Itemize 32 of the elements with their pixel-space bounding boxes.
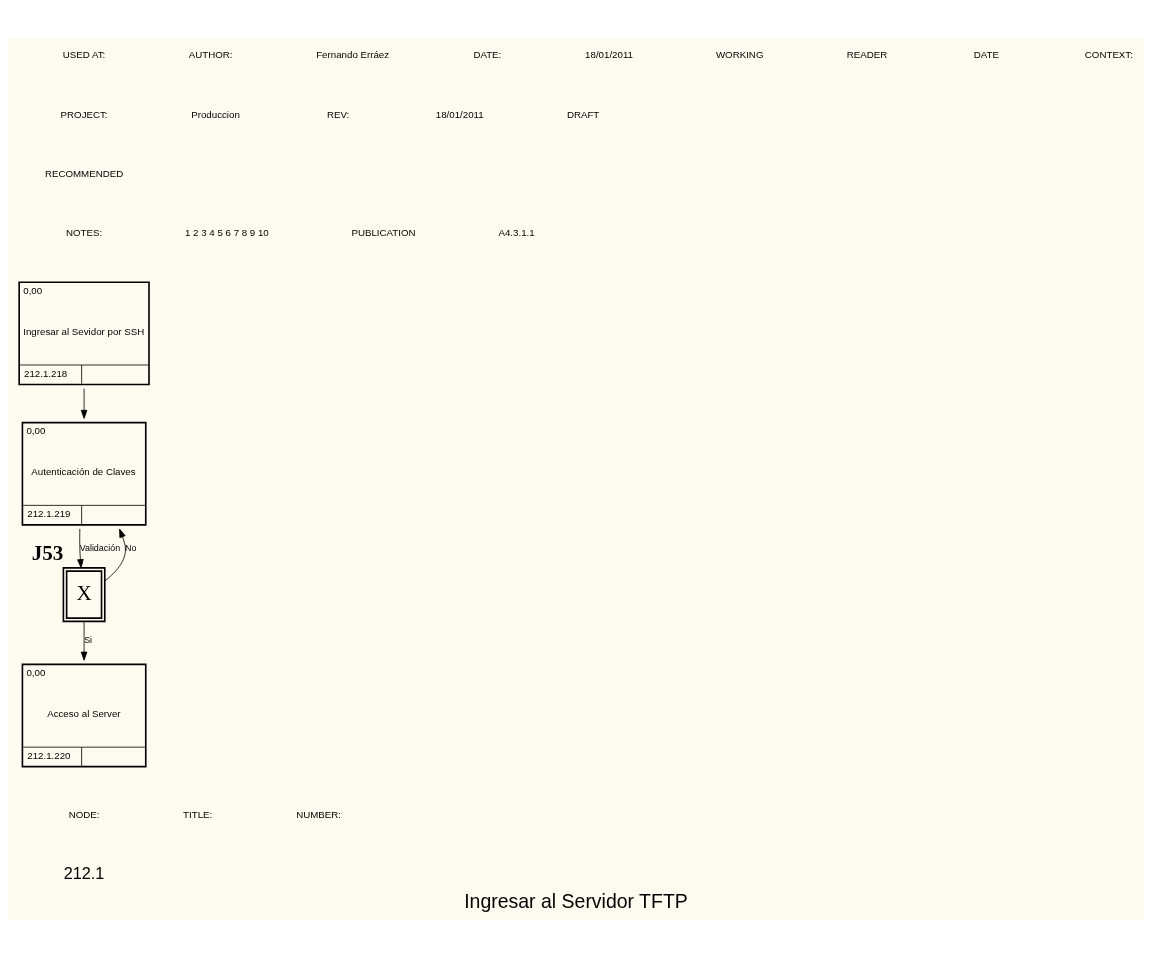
label: Produccion [191, 108, 240, 120]
label: TITLE: [183, 808, 213, 820]
label: NOTES: [65, 227, 103, 239]
label: NODE: [68, 808, 100, 820]
label: 18/01/2011 [585, 49, 634, 61]
arrow [77, 528, 84, 569]
diagram-title: Ingresar al Servidor TFTP [464, 889, 688, 912]
arrow [104, 528, 126, 582]
label: RECOMMENDED [44, 167, 124, 179]
node-label: J53 [31, 541, 64, 566]
label: WORKING [715, 49, 764, 61]
label: 212.1 [63, 863, 105, 882]
label: 1 2 3 4 5 6 7 8 9 10 [185, 227, 269, 239]
edge-label: Si [84, 635, 93, 646]
label: A4.3.1.1 [498, 227, 535, 239]
label: CONTEXT: [1084, 49, 1133, 61]
label: PROJECT: [60, 108, 108, 120]
arrow [80, 388, 88, 419]
label: READER [846, 49, 888, 61]
label: REV: [326, 108, 350, 120]
edge-label: No [125, 542, 137, 553]
label: DATE [973, 49, 999, 61]
label: NUMBER: [296, 808, 341, 820]
label: DRAFT [566, 108, 600, 120]
label: PUBLICATION [351, 227, 416, 239]
label: 18/01/2011 [435, 108, 484, 120]
edge-label: Validación [79, 542, 121, 553]
arrow [80, 621, 88, 661]
label: USED AT: [62, 49, 106, 61]
label: Fernando Erráez [316, 49, 390, 61]
label: DATE: [473, 49, 502, 61]
label: AUTHOR: [188, 49, 233, 61]
